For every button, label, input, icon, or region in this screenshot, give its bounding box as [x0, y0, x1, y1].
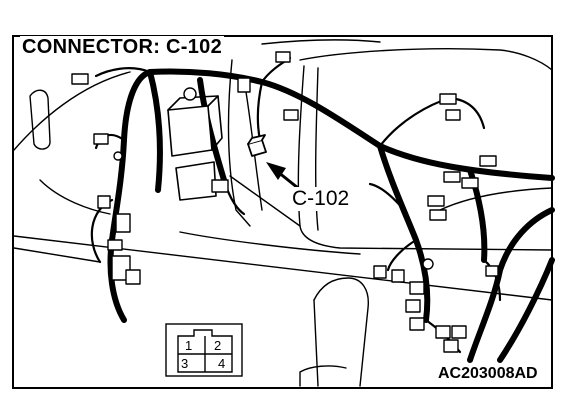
pin-number: 2: [214, 338, 222, 353]
pin-number: 3: [181, 356, 189, 371]
figure-code: AC203008AD: [436, 365, 540, 383]
dashboard-outline: [13, 39, 553, 387]
junction-box: [167, 95, 223, 201]
pin-number: 4: [218, 356, 226, 371]
connector-face-diagram: [165, 323, 243, 377]
page-title: CONNECTOR: C-102: [20, 36, 225, 59]
harness-connectors: [71, 51, 499, 353]
connector-callout-label: C-102: [291, 187, 351, 211]
connector-c102-marker: [247, 134, 267, 157]
callout-arrow: [266, 162, 299, 190]
pin-number: 1: [185, 338, 193, 353]
